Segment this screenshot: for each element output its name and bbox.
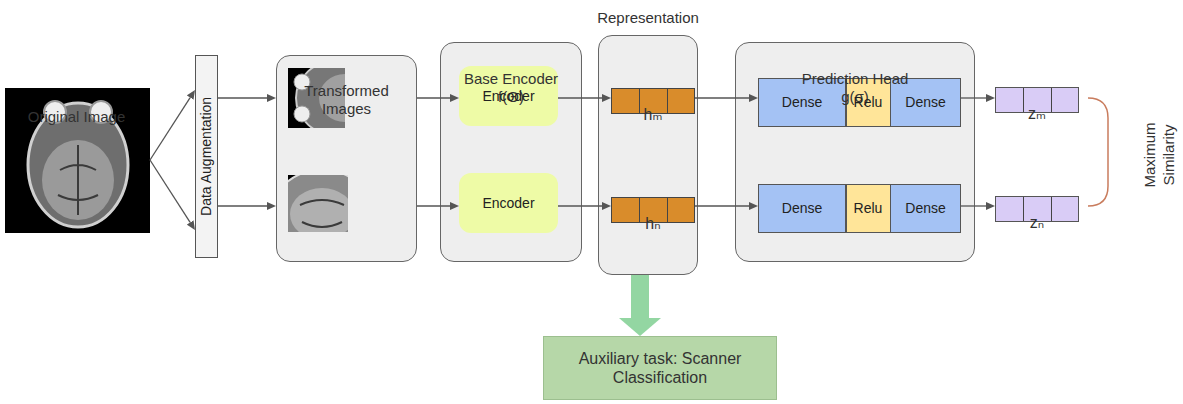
mri-crop <box>288 175 348 232</box>
vector-divider <box>639 198 640 222</box>
flow-arrow <box>695 205 749 206</box>
eye <box>294 106 310 122</box>
vector-divider <box>639 89 640 113</box>
vector-divider <box>1051 88 1052 112</box>
brain-detail <box>58 145 98 215</box>
box-label: Auxiliary task: Scanner Classification <box>555 349 765 387</box>
vector-divider <box>667 89 668 113</box>
panel-caption: Representation <box>583 9 713 27</box>
vector-divider <box>1023 197 1024 221</box>
box-label: Relu <box>854 200 883 217</box>
flow-arrow <box>417 97 450 98</box>
flow-arrow <box>417 205 450 206</box>
vector-divider <box>667 198 668 222</box>
vector-bar: hₙ <box>611 197 695 223</box>
vector-bar: zₙ <box>995 196 1079 222</box>
box-label: Dense <box>905 200 945 217</box>
layer-box: Dense <box>758 184 846 233</box>
similarity-label: Maximum Similarity <box>1141 110 1179 200</box>
vector-bar: hₘ <box>611 88 695 114</box>
flow-arrow <box>558 97 602 98</box>
flow-arrow <box>218 97 267 98</box>
stage-panel: Prediction Head g(σ)DenseReluDenseDenseR… <box>735 42 975 262</box>
stage-panel: Representationhₘhₙ <box>598 35 698 275</box>
encoder-box: Encoder <box>459 173 558 233</box>
flow-arrow <box>558 205 602 206</box>
brain-area <box>42 140 114 220</box>
box-label: Encoder <box>482 88 534 105</box>
panel-caption: Transformed Images <box>292 82 402 118</box>
task-box: Auxiliary task: Scanner Classification <box>543 336 777 400</box>
flow-arrow <box>150 160 190 222</box>
box-label: Dense <box>782 200 822 217</box>
box-label: Dense <box>782 94 822 111</box>
brain-area <box>290 188 348 232</box>
vector-name: zₙ <box>1017 213 1057 232</box>
image-caption: Original Image <box>4 108 149 126</box>
head-outline <box>288 175 348 232</box>
box-label: Encoder <box>482 195 534 212</box>
stage-panel: Base Encoder f(Θ)EncoderEncoder <box>440 42 582 262</box>
vector-name: zₘ <box>1017 104 1057 123</box>
flow-arrow <box>695 97 749 98</box>
flow-arrow <box>961 97 986 98</box>
augmentation-box: Data Augmentation <box>195 55 218 258</box>
vector-name: hₘ <box>633 105 673 124</box>
box-label: Dense <box>905 94 945 111</box>
vector-bar: zₘ <box>995 87 1079 113</box>
layer-box: Relu <box>846 184 891 233</box>
box-label: Relu <box>854 94 883 111</box>
flow-arrow <box>961 205 986 206</box>
box-label: Data Augmentation <box>198 97 215 216</box>
vector-name: hₙ <box>633 214 673 233</box>
vector-divider <box>1023 88 1024 112</box>
flow-arrow <box>218 205 267 206</box>
similarity-bracket <box>1088 98 1108 206</box>
brain-detail <box>300 200 344 227</box>
vector-divider <box>1051 197 1052 221</box>
layer-box: Dense <box>890 184 961 233</box>
flow-arrow <box>150 98 190 160</box>
auxiliary-arrow <box>631 275 649 318</box>
